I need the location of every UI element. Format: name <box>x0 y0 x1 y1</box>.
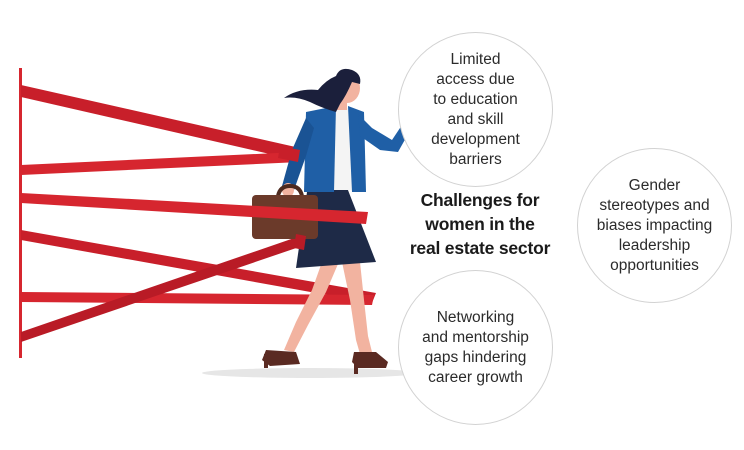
tape-6 <box>21 193 368 224</box>
floor-shadow <box>202 368 418 378</box>
tape-2 <box>21 152 300 175</box>
challenge-bubble-networking: Networking and mentorship gaps hindering… <box>398 270 553 425</box>
hair <box>284 68 361 112</box>
line: access due <box>436 70 515 88</box>
challenge-text-networking: Networking and mentorship gaps hindering… <box>422 308 529 388</box>
title-line: real estate sector <box>409 238 551 258</box>
line: stereotypes and <box>599 196 710 214</box>
front-shoe <box>352 352 388 368</box>
line: Gender <box>628 176 681 194</box>
tape-7 <box>278 146 300 162</box>
red-tapes-front <box>21 146 368 250</box>
line: Networking <box>436 308 515 326</box>
line: development <box>431 130 520 148</box>
line: and skill <box>447 110 504 128</box>
tape-5 <box>21 236 305 342</box>
tape-8 <box>294 234 306 250</box>
line: gaps hindering <box>424 348 527 366</box>
challenge-text-education: Limited access due to education and skil… <box>431 50 520 170</box>
challenge-bubble-gender: Gender stereotypes and biases impacting … <box>577 148 732 303</box>
line: and mentorship <box>422 328 529 346</box>
diagram-title: Challenges for women in the real estate … <box>390 188 570 260</box>
back-leg <box>262 262 338 368</box>
line: biases impacting <box>596 216 713 234</box>
title-line: women in the <box>425 214 535 234</box>
title-line: Challenges for <box>420 190 540 210</box>
tape-3 <box>21 230 376 303</box>
tape-1 <box>21 85 300 160</box>
line: opportunities <box>610 256 699 274</box>
red-tapes-back <box>21 85 376 342</box>
front-leg <box>342 262 388 374</box>
challenge-text-gender: Gender stereotypes and biases impacting … <box>597 176 712 276</box>
front-arm <box>358 114 416 152</box>
wall-post <box>19 68 22 358</box>
back-shoe <box>262 350 300 366</box>
line: barriers <box>449 150 502 168</box>
line: Limited <box>450 50 501 68</box>
challenge-bubble-education: Limited access due to education and skil… <box>398 32 553 187</box>
line: leadership <box>618 236 691 254</box>
line: to education <box>433 90 518 108</box>
line: career growth <box>428 368 523 386</box>
